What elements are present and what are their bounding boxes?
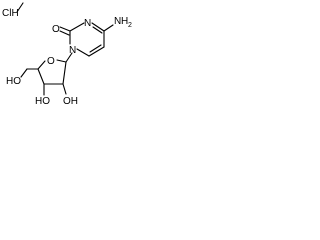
bond-n1-c1prime	[65, 52, 73, 63]
bond-c5-c6	[88, 46, 105, 57]
chemical-structure-figure: ClH	[0, 0, 161, 124]
counterion-label: ClH	[2, 8, 19, 19]
bond-c5prime-o	[20, 68, 28, 78]
bond-c2-oh	[62, 83, 67, 95]
bond-o4-c4	[37, 60, 46, 70]
bond-c2-o-double	[59, 30, 70, 36]
bond-c4-c3	[37, 68, 45, 85]
ring-oxygen-label: O	[47, 56, 55, 67]
bond-c2-o	[59, 26, 71, 32]
ring-n3-label: N	[84, 18, 91, 29]
bond-c5-c6-double	[89, 44, 102, 53]
bond-c6-n1	[76, 48, 90, 57]
amino-h-label: H	[121, 16, 128, 27]
hydroxyl-left-label: HO	[35, 96, 50, 107]
bond-c2-c1	[62, 61, 67, 85]
ring-n1-label: N	[69, 45, 76, 56]
hydroxyl-right-label: OH	[63, 96, 78, 107]
molecule-drawing: ClH	[2, 2, 132, 107]
carbonyl-oxygen-label: O	[52, 24, 60, 35]
bond-n3-c4	[91, 22, 105, 32]
amino-subscript: 2	[128, 22, 132, 29]
counterion-bond	[16, 2, 24, 13]
amino-n-label: N	[114, 16, 121, 27]
bond-c1-o4	[56, 59, 67, 63]
bond-c4-nh2	[103, 24, 114, 32]
bond-n3-c4-double	[92, 26, 103, 34]
hydroxymethyl-label: HO	[6, 76, 21, 87]
bond-c2-n3	[69, 22, 85, 32]
